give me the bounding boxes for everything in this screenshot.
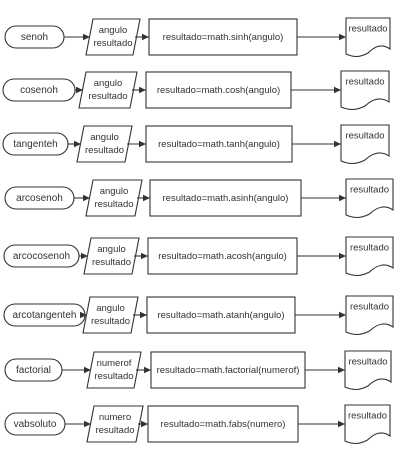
start-label: arcosenoh bbox=[16, 193, 63, 204]
process-box bbox=[146, 296, 296, 334]
output-document bbox=[345, 236, 394, 277]
output-label: resultado bbox=[345, 77, 384, 88]
io-label-output: resultado bbox=[91, 316, 130, 327]
io-parallelogram bbox=[85, 18, 141, 56]
io-parallelogram bbox=[82, 296, 139, 334]
start-label: factorial bbox=[16, 365, 51, 376]
output-document bbox=[345, 295, 394, 336]
io-parallelogram bbox=[83, 237, 140, 275]
io-label-input: numero bbox=[99, 412, 131, 423]
io-parallelogram bbox=[86, 405, 144, 443]
io-parallelogram bbox=[86, 351, 142, 389]
output-label: resultado bbox=[348, 24, 387, 35]
start-label: tangenteh bbox=[13, 139, 58, 150]
io-label-output: resultado bbox=[88, 91, 127, 102]
io-label-output: resultado bbox=[94, 371, 133, 382]
io-label-output: resultado bbox=[92, 257, 131, 268]
start-label: arcocosenoh bbox=[13, 251, 70, 262]
io-label-input: angulo bbox=[94, 78, 123, 89]
process-label: resultado=math.sinh(angulo) bbox=[163, 32, 284, 43]
process-label: resultado=math.factorial(numerof) bbox=[157, 365, 300, 376]
io-label-output: resultado bbox=[85, 145, 124, 156]
output-label: resultado bbox=[345, 131, 384, 142]
output-label: resultado bbox=[350, 185, 389, 196]
io-label-input: angulo bbox=[97, 244, 126, 255]
output-label: resultado bbox=[348, 357, 387, 368]
output-label: resultado bbox=[350, 243, 389, 254]
io-label-input: angulo bbox=[99, 25, 128, 36]
process-label: resultado=math.cosh(angulo) bbox=[157, 85, 280, 96]
process-label: resultado=math.fabs(numero) bbox=[161, 419, 286, 430]
io-parallelogram bbox=[78, 71, 138, 109]
io-label-output: resultado bbox=[93, 38, 132, 49]
output-document bbox=[345, 178, 394, 219]
output-document bbox=[340, 70, 390, 111]
output-label: resultado bbox=[348, 411, 387, 422]
start-label: cosenoh bbox=[20, 85, 58, 96]
process-label: resultado=math.atanh(angulo) bbox=[157, 310, 284, 321]
output-document bbox=[340, 124, 390, 165]
process-box bbox=[149, 179, 302, 217]
io-label-output: resultado bbox=[94, 199, 133, 210]
io-label-input: angulo bbox=[96, 303, 125, 314]
io-label-output: resultado bbox=[95, 425, 134, 436]
io-label-input: angulo bbox=[90, 132, 119, 143]
start-label: senoh bbox=[21, 32, 48, 43]
io-label-input: numerof bbox=[97, 358, 132, 369]
process-box bbox=[147, 405, 299, 443]
output-document bbox=[345, 17, 391, 58]
io-parallelogram bbox=[85, 179, 143, 217]
process-label: resultado=math.acosh(angulo) bbox=[158, 251, 287, 262]
start-label: vabsoluto bbox=[14, 419, 57, 430]
output-label: resultado bbox=[350, 302, 389, 313]
process-label: resultado=math.tanh(angulo) bbox=[158, 139, 280, 150]
process-box bbox=[145, 71, 292, 109]
process-label: resultado=math.asinh(angulo) bbox=[163, 193, 289, 204]
start-label: arcotangenteh bbox=[13, 310, 77, 321]
process-box bbox=[145, 125, 293, 163]
output-document bbox=[344, 350, 392, 391]
io-parallelogram bbox=[76, 125, 133, 163]
io-label-input: angulo bbox=[100, 186, 129, 197]
output-document bbox=[344, 404, 391, 445]
